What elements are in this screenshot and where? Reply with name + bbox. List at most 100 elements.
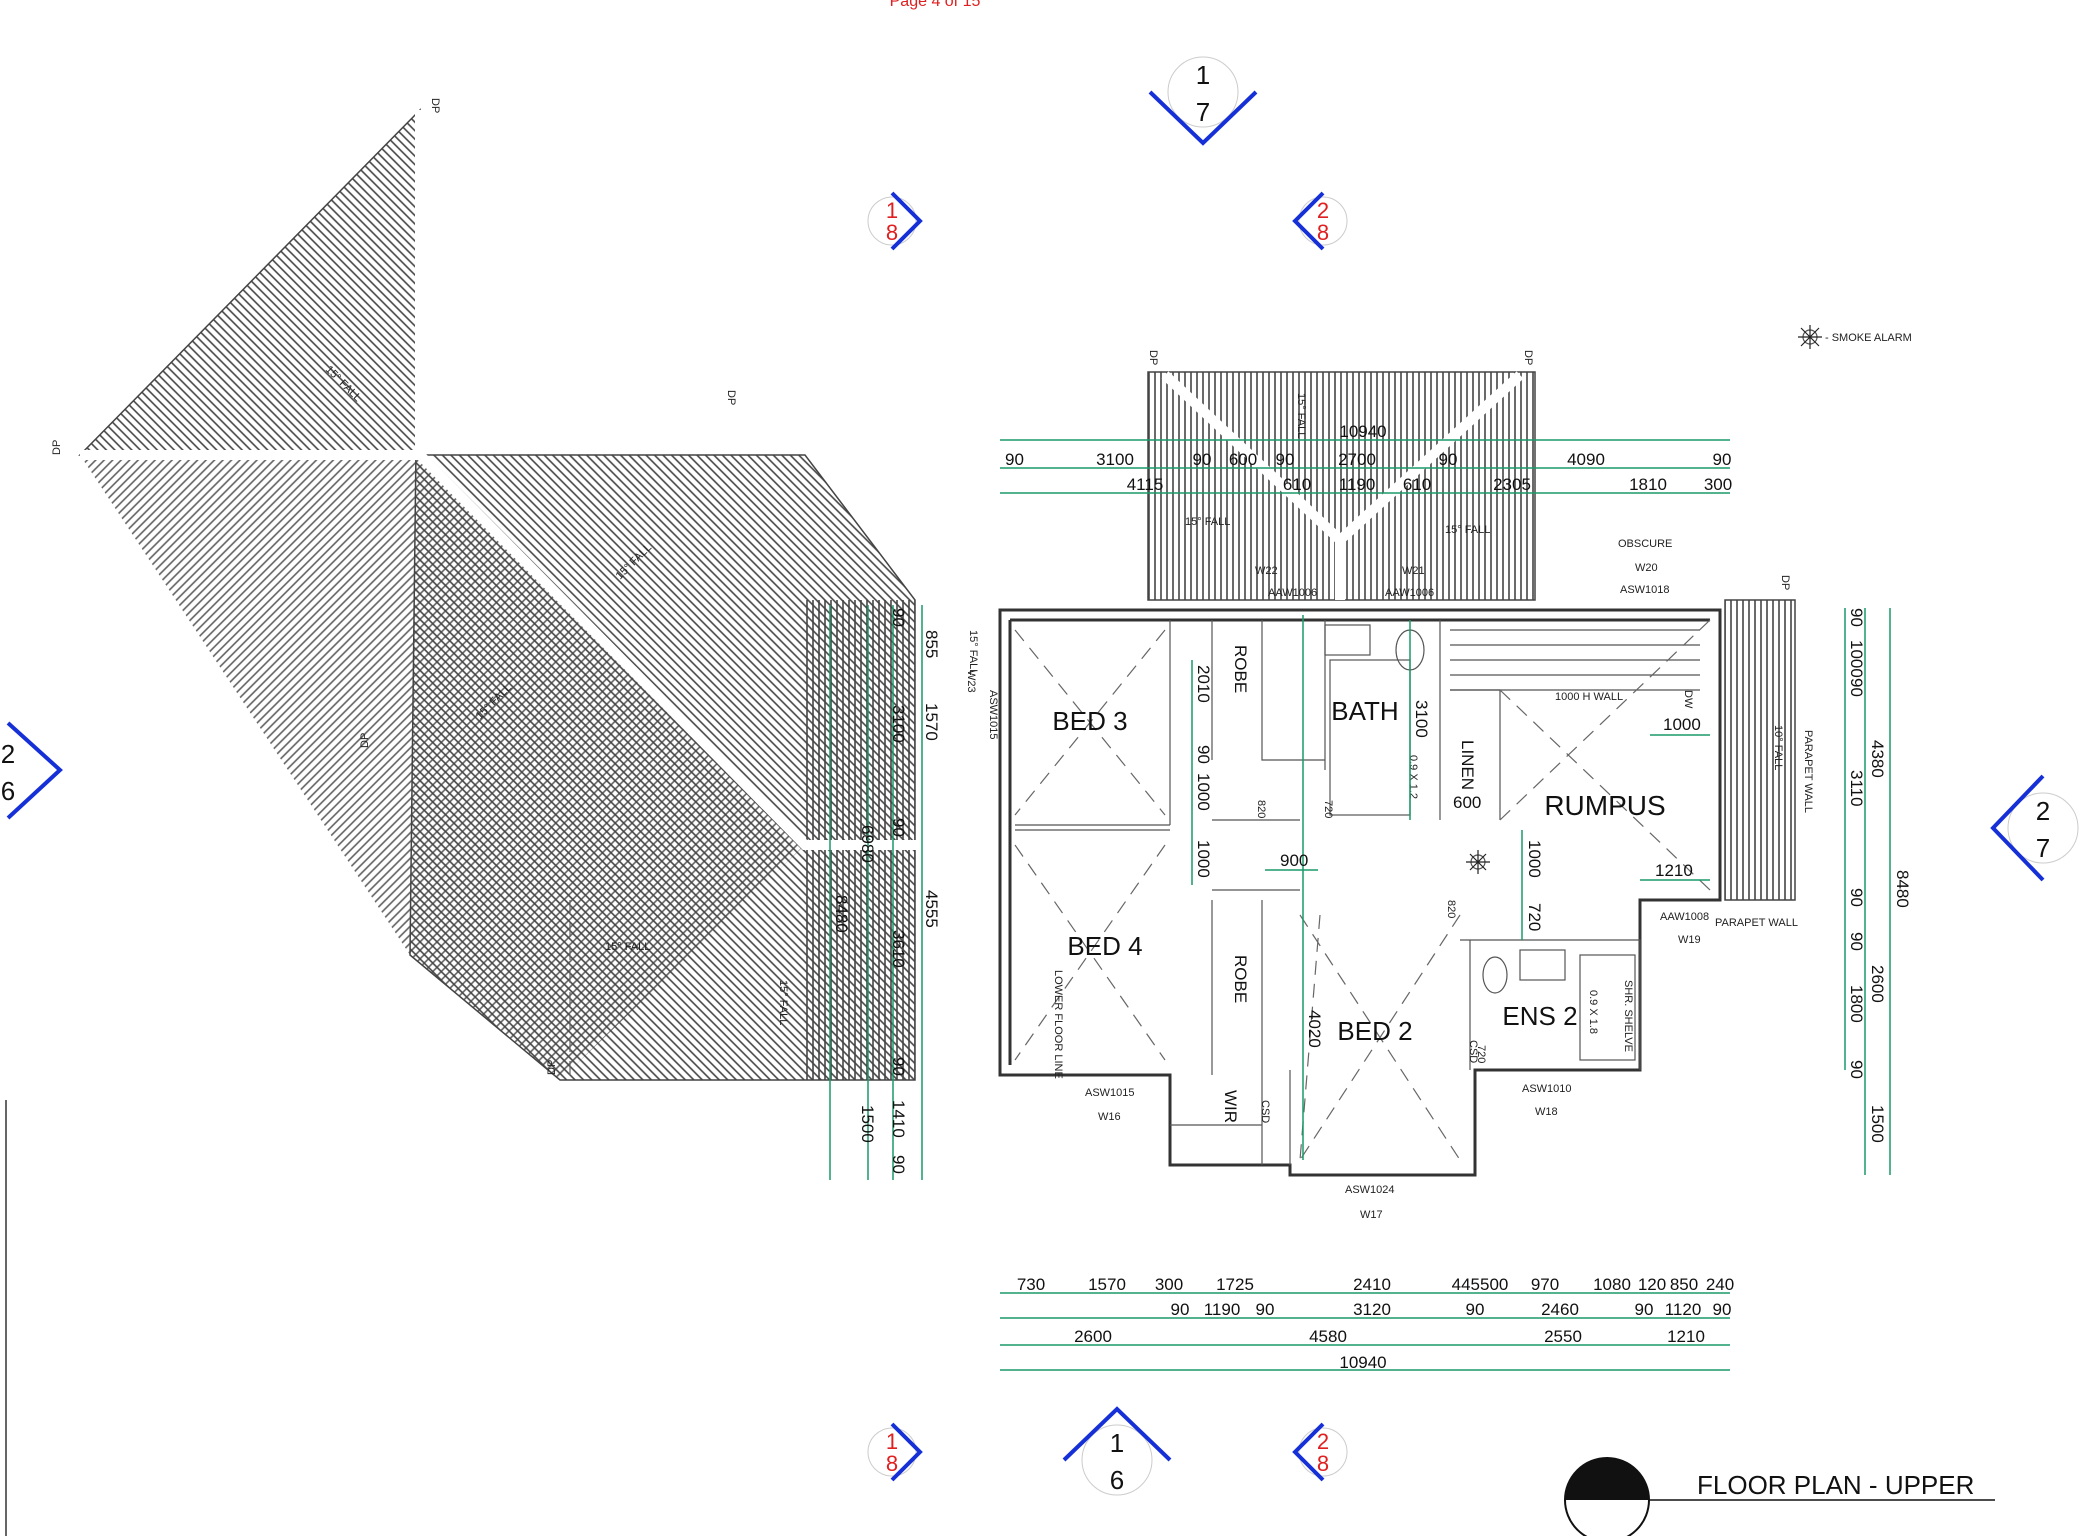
note-door-820: 820: [1255, 800, 1267, 818]
downpipe-label: DP: [359, 733, 371, 748]
section-marker: 2 7: [1990, 774, 2079, 882]
dim-text: 850: [1670, 1275, 1698, 1294]
parapet-label: PARAPET WALL: [1715, 917, 1798, 929]
dim-text: 4020: [1305, 1010, 1324, 1048]
stair-lines: [1450, 629, 1700, 691]
note-1000h-wall: 1000 H WALL: [1555, 691, 1623, 703]
window-label: W17: [1360, 1209, 1383, 1221]
dim-text: 2305: [1493, 475, 1531, 494]
roof-fall-label: 10° FALL: [1772, 725, 1784, 770]
note-door-720: 720: [1322, 800, 1334, 818]
window-label: W23: [965, 670, 977, 693]
downpipe-label: DP: [1779, 575, 1791, 590]
note-shower-size: 0.9 X 1.8: [1587, 990, 1599, 1034]
dim-text: 4090: [1567, 450, 1605, 469]
dim-text: 600: [1453, 793, 1481, 812]
section-marker: 2 8: [1292, 191, 1348, 251]
dim-text: 1725: [1216, 1275, 1254, 1294]
dim-text: 1570: [1088, 1275, 1126, 1294]
room-bed2: BED 2: [1337, 1016, 1412, 1046]
smoke-alarm-legend: - SMOKE ALARM: [1798, 325, 1912, 349]
window-code: ASW1015: [1085, 1087, 1135, 1099]
plan-notes: 1000 H WALL LOWER FLOOR LINE DW SHR. SHE…: [1052, 690, 1694, 1123]
downpipe-label: DP: [429, 98, 441, 113]
room-bath: BATH: [1331, 696, 1398, 726]
dim-text: 2410: [1353, 1275, 1391, 1294]
dim-text: 1000: [1525, 840, 1544, 878]
dim-text: 2600: [1868, 965, 1887, 1003]
room-wir: WIR: [1221, 1090, 1240, 1123]
dim-text: 1410: [889, 1100, 908, 1138]
dim-text: 2550: [1544, 1327, 1582, 1346]
note-shower-size: 0.9 X 1.2: [1407, 755, 1419, 799]
room-linen: LINEN: [1458, 740, 1477, 790]
window-code: ASW1024: [1345, 1184, 1395, 1196]
section-marker-bottom: 8: [886, 1451, 898, 1476]
dim-text: 1500: [1868, 1105, 1887, 1143]
downpipe-label: DP: [546, 1060, 558, 1075]
dim-text: 90: [1193, 450, 1212, 469]
basin-fixture: [1324, 624, 1371, 656]
dim-text: 2600: [1074, 1327, 1112, 1346]
section-marker: 1 6: [1062, 1406, 1172, 1496]
dim-text: 4380: [1868, 740, 1887, 778]
downpipe-label: DP: [51, 440, 63, 455]
section-marker-bottom: 6: [1110, 1465, 1124, 1495]
room-ens2: ENS 2: [1502, 1001, 1577, 1031]
section-marker: 2 8: [1292, 1422, 1348, 1482]
section-marker-top: 2: [1317, 1429, 1329, 1454]
window-code: ASW1015: [987, 690, 999, 740]
dim-text: 3120: [1353, 1300, 1391, 1319]
dim-text: 300: [1704, 475, 1732, 494]
section-marker: 1 8: [867, 1422, 923, 1482]
dim-text: 2700: [1338, 450, 1376, 469]
smoke-alarm-icon: [1466, 850, 1490, 874]
dim-text: 1570: [922, 703, 941, 741]
smoke-alarm-legend-text: - SMOKE ALARM: [1825, 332, 1912, 344]
dim-text: 90: [1005, 450, 1024, 469]
section-marker-bottom: 7: [2036, 833, 2050, 863]
title-block: FLOOR PLAN - UPPER: [1564, 1457, 1995, 1536]
dim-text: 855: [922, 630, 941, 658]
section-marker-top: 2: [1317, 198, 1329, 223]
roof-fall-label: 15° FALL: [1185, 516, 1230, 528]
section-marker-top: 2: [2036, 796, 2050, 826]
note-shr-shelve: SHR. SHELVE: [1622, 980, 1634, 1052]
dim-text: 300: [1155, 1275, 1183, 1294]
dim-text: 970: [1531, 1275, 1559, 1294]
dim-text: 610: [1403, 475, 1431, 494]
dim-text: 90: [1635, 1300, 1654, 1319]
dim-text: 90: [1847, 608, 1866, 627]
room-bed4: BED 4: [1067, 931, 1142, 961]
dim-text: 1210: [1667, 1327, 1705, 1346]
window-labels: OBSCURE W20 ASW1018 AAW1008 W19 ASW1010 …: [965, 538, 1709, 1221]
downpipe-label: DP: [725, 390, 737, 405]
section-marker-top: 2: [1, 739, 15, 769]
note-csd: CSD: [1467, 1040, 1479, 1063]
toilet-fixture: [1482, 956, 1508, 994]
dimension-text: 10940 90 3100 90 600 90 2700 90 4090 90 …: [832, 422, 1912, 1372]
roof-fall-label: 15° FALL: [1295, 393, 1307, 438]
dim-text: 3100: [1096, 450, 1134, 469]
section-marker-bottom: 6: [1, 776, 15, 806]
note-door-820: 820: [1445, 900, 1457, 918]
section-marker-top: 1: [1110, 1428, 1124, 1458]
window-note-obscure: OBSCURE: [1618, 538, 1672, 550]
roof-fall-label: 15° FALL: [777, 980, 789, 1025]
dim-text: 1000: [1663, 715, 1701, 734]
room-rumpus: RUMPUS: [1544, 790, 1665, 821]
window-code: ASW1018: [1620, 584, 1670, 596]
window-code: AAW1006: [1385, 587, 1434, 599]
section-marker: 1 7: [1148, 56, 1258, 146]
house-walls: [998, 608, 1722, 1177]
dim-top-total: 10940: [1339, 422, 1386, 441]
section-marker-bottom: 8: [886, 220, 898, 245]
dim-text: 445500: [1452, 1275, 1509, 1294]
dim-text: 90: [1466, 1300, 1485, 1319]
window-code: AAW1006: [1268, 587, 1317, 599]
dim-bottom-total: 10940: [1339, 1353, 1386, 1372]
dim-text: 610: [1283, 475, 1311, 494]
window-label: W20: [1635, 562, 1658, 574]
section-marker-top: 1: [886, 1429, 898, 1454]
